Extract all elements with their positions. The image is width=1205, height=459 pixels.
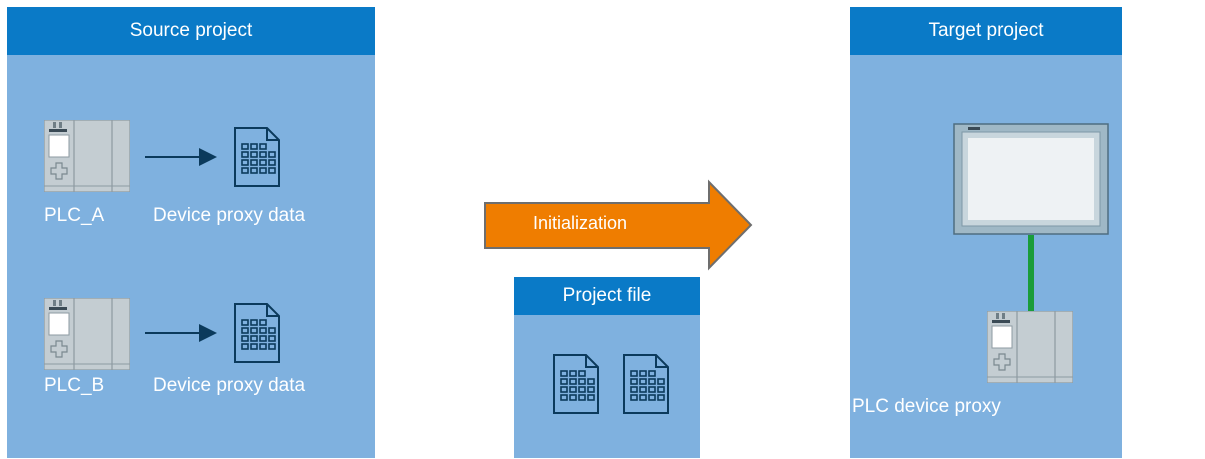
document-icon <box>623 354 669 414</box>
source-project-header: Source project <box>7 7 375 55</box>
target-project-header: Target project <box>850 7 1122 55</box>
project-file-header: Project file <box>514 277 700 315</box>
document-icon <box>234 127 280 187</box>
plc-a-label: PLC_A <box>44 205 105 226</box>
arrow-right-icon <box>145 324 217 342</box>
document-icon <box>553 354 599 414</box>
initialization-arrow <box>484 179 753 271</box>
target-project-panel: Target project PLC device proxy <box>850 7 1122 458</box>
plc-device-proxy-label: PLC device proxy <box>852 396 1001 417</box>
document-icon <box>234 303 280 363</box>
hmi-panel-icon <box>953 123 1109 235</box>
initialization-label: Initialization <box>533 213 628 233</box>
device-proxy-data-label: Device proxy data <box>153 205 306 226</box>
plc-device-proxy-icon <box>987 311 1073 383</box>
device-proxy-data-label: Device proxy data <box>153 375 306 396</box>
plc-icon <box>44 298 130 370</box>
arrow-right-icon <box>145 148 217 166</box>
plc-icon <box>44 120 130 192</box>
project-file-panel: Project file <box>514 277 700 458</box>
plc-b-label: PLC_B <box>44 375 105 396</box>
source-project-panel: Source project PLC_A Device proxy data P… <box>7 7 375 458</box>
network-connection-line <box>1028 235 1034 313</box>
